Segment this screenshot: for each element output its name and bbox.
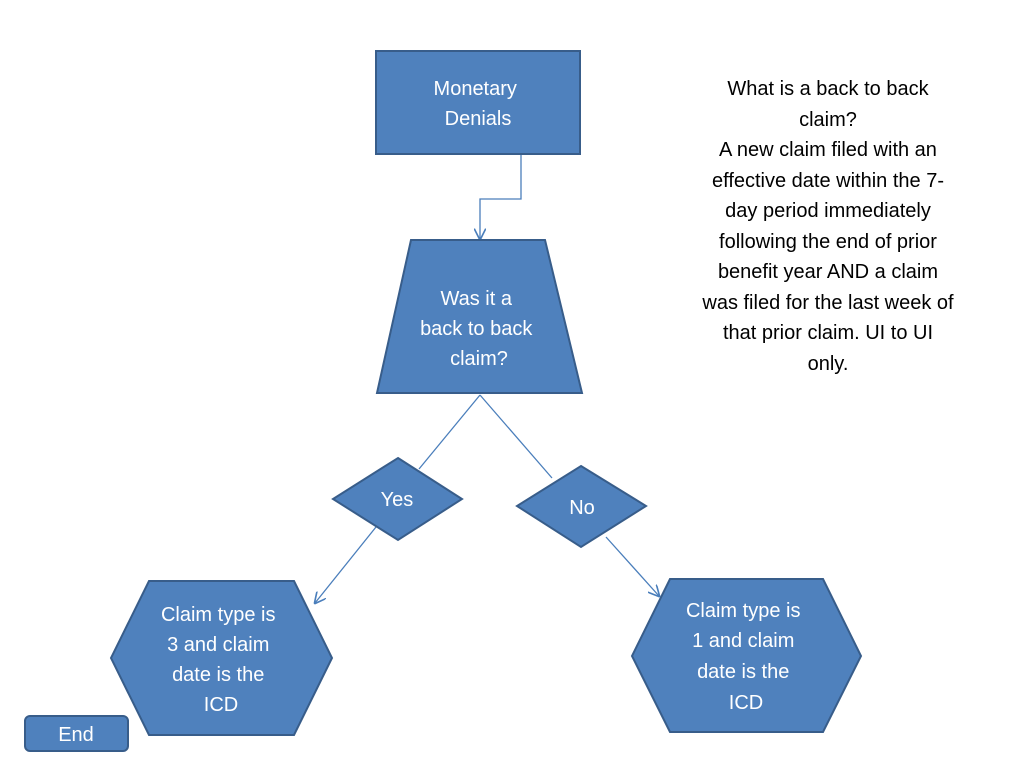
claim-type-3-label: Claim type is 3 and claim date is the IC… (161, 604, 281, 716)
yes-node[interactable]: Yes (331, 456, 464, 542)
no-node[interactable]: No (515, 464, 648, 549)
note-line: What is a back to back (727, 78, 929, 100)
claim-type-3-hexagon (109, 580, 334, 736)
back-to-back-question-trapezoid (375, 239, 584, 394)
claim-type-1-label-line: date is the (697, 661, 789, 683)
claim-type-1-node[interactable]: Claim type is 1 and claim date is the IC… (630, 578, 863, 733)
connector-denials-to-question (480, 155, 522, 239)
note-line: benefit year AND a claim (717, 261, 939, 283)
monetary-denials-label-line: Denials (445, 108, 512, 130)
note-line: A new claim filed with an (719, 139, 937, 161)
claim-type-1-label: Claim type is 1 and claim date is the IC… (686, 600, 806, 714)
end-node[interactable]: End (24, 715, 129, 752)
claim-type-3-node[interactable]: Claim type is 3 and claim date is the IC… (109, 580, 334, 736)
back-to-back-question-label-line: Was it a (440, 288, 512, 310)
monetary-denials-node[interactable]: Monetary Denials (375, 50, 581, 155)
note-line: claim? (799, 108, 857, 131)
note-line: day period immediately (725, 200, 931, 222)
connector-no-to-claim-type-1 (605, 536, 659, 596)
no-diamond (515, 464, 648, 549)
no-label: No (569, 497, 595, 519)
claim-type-3-label-line: 3 and claim (167, 634, 269, 656)
note-line: following the end of prior (719, 230, 937, 253)
back-to-back-definition-note: What is a back to back claim? A new clai… (672, 74, 984, 379)
end-box (24, 715, 129, 752)
end-label: End (58, 724, 94, 746)
note-line: effective date within the 7- (712, 169, 944, 192)
claim-type-1-hexagon (630, 578, 863, 733)
claim-type-1-label-line: ICD (729, 692, 763, 714)
connectors (315, 155, 659, 603)
back-to-back-question-label-line: back to back (420, 318, 533, 340)
claim-type-3-label-line: ICD (204, 694, 238, 716)
claim-type-3-label-line: Claim type is (161, 604, 275, 626)
claim-type-1-label-line: Claim type is (686, 600, 800, 622)
connector-question-to-no (479, 394, 553, 479)
note-line: was filed for the last week of (702, 291, 954, 314)
yes-label: Yes (381, 489, 414, 511)
monetary-denials-label: Monetary Denials (434, 78, 523, 130)
note-line: only. (807, 352, 849, 375)
connector-yes-to-claim-type-3 (315, 526, 377, 603)
back-to-back-question-label: Was it a back to back claim? (420, 288, 538, 370)
claim-type-3-label-line: date is the (172, 664, 264, 686)
back-to-back-question-label-line: claim? (450, 348, 508, 370)
monetary-denials-label-line: Monetary (434, 78, 517, 100)
back-to-back-question-node[interactable]: Was it a back to back claim? (375, 239, 584, 394)
note-line: that prior claim. UI to UI (722, 322, 934, 344)
yes-diamond (331, 456, 464, 542)
connector-question-to-yes (418, 394, 481, 470)
claim-type-1-label-line: 1 and claim (692, 630, 794, 652)
monetary-denials-box (375, 50, 581, 155)
